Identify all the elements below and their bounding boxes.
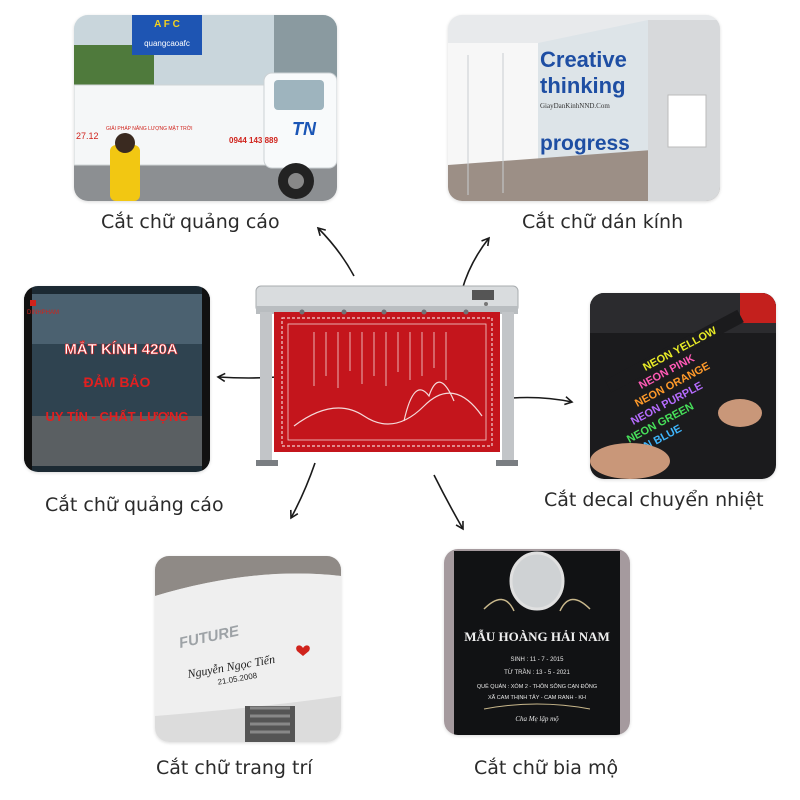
photo-heat-transfer-decal: NEON YELLOW NEON PINK NEON ORANGE NEON P…	[590, 293, 776, 479]
arrow-mid-right	[511, 396, 574, 406]
glass-line1-text: Creative	[540, 47, 627, 72]
caption-mid-left: Cắt chữ quảng cáo	[45, 494, 224, 516]
glass-line3-text: GiayDanKinhNND.Com	[540, 102, 610, 110]
caption-top-right: Cắt chữ dán kính	[522, 211, 684, 233]
caption-top-left: Cắt chữ quảng cáo	[101, 211, 280, 233]
shop-logo-text: DINHPHAM	[27, 310, 59, 316]
tomb-died-text: TỪ TRẦN : 13 - 5 - 2021	[504, 669, 570, 676]
caption-bottom-right: Cắt chữ bia mộ	[474, 757, 619, 779]
shop-line2-text: ĐẢM BẢO	[84, 374, 151, 390]
tomb-footer-text: Cha Mẹ lập mộ	[515, 715, 559, 723]
arrow-bottom-right	[433, 474, 464, 531]
caption-bottom-left: Cắt chữ trang trí	[156, 757, 313, 779]
glass-line2-text: thinking	[540, 73, 626, 98]
glass-line4-text: progress	[540, 132, 630, 155]
photo-motorbike-decoration: FUTURE Nguyễn Ngọc Tiến 21.05.2008	[155, 556, 341, 742]
tomb-born-text: SINH : 11 - 7 - 2015	[511, 657, 565, 663]
truck-sign-text: quangcaoafc	[144, 39, 190, 48]
photo-shop-window: DINHPHAM MẮT KÍNH 420A ĐẢM BẢO UY TÍN - …	[24, 286, 210, 472]
tomb-home2-text: XÃ CAM THỊNH TÂY - CAM RANH - KH	[488, 694, 586, 701]
truck-company-text: GIẢI PHÁP NĂNG LƯỢNG MẶT TRỜI	[106, 125, 192, 132]
truck-sign-top-text: A F C	[154, 19, 180, 30]
arrow-top-left	[316, 226, 355, 277]
shop-line1-text: MẮT KÍNH 420A	[64, 340, 178, 358]
tomb-name-text: MẪU HOÀNG HẢI NAM	[464, 629, 610, 644]
photo-tombstone-lettering: MẪU HOÀNG HẢI NAM SINH : 11 - 7 - 2015 T…	[444, 549, 630, 735]
tomb-home1-text: QUÊ QUÁN : XÓM 2 - THÔN SÔNG CẠN ĐÔNG	[477, 682, 597, 690]
truck-logo-text: TN	[292, 119, 317, 139]
photo-glass-lettering: Creative thinking GiayDanKinhNND.Com pro…	[448, 15, 720, 201]
truck-phone-text: 0944 143 889	[229, 136, 278, 145]
shop-line3-text: UY TÍN - CHẤT LƯỢNG	[46, 409, 189, 424]
caption-mid-right: Cắt decal chuyển nhiệt	[544, 489, 764, 511]
truck-number-text: 27.12	[76, 131, 99, 141]
photo-truck-lettering: A F C quangcaoafc TN 27.12 GIẢI PHÁP NĂN…	[74, 15, 337, 201]
photo-cutting-plotter	[254, 276, 520, 472]
